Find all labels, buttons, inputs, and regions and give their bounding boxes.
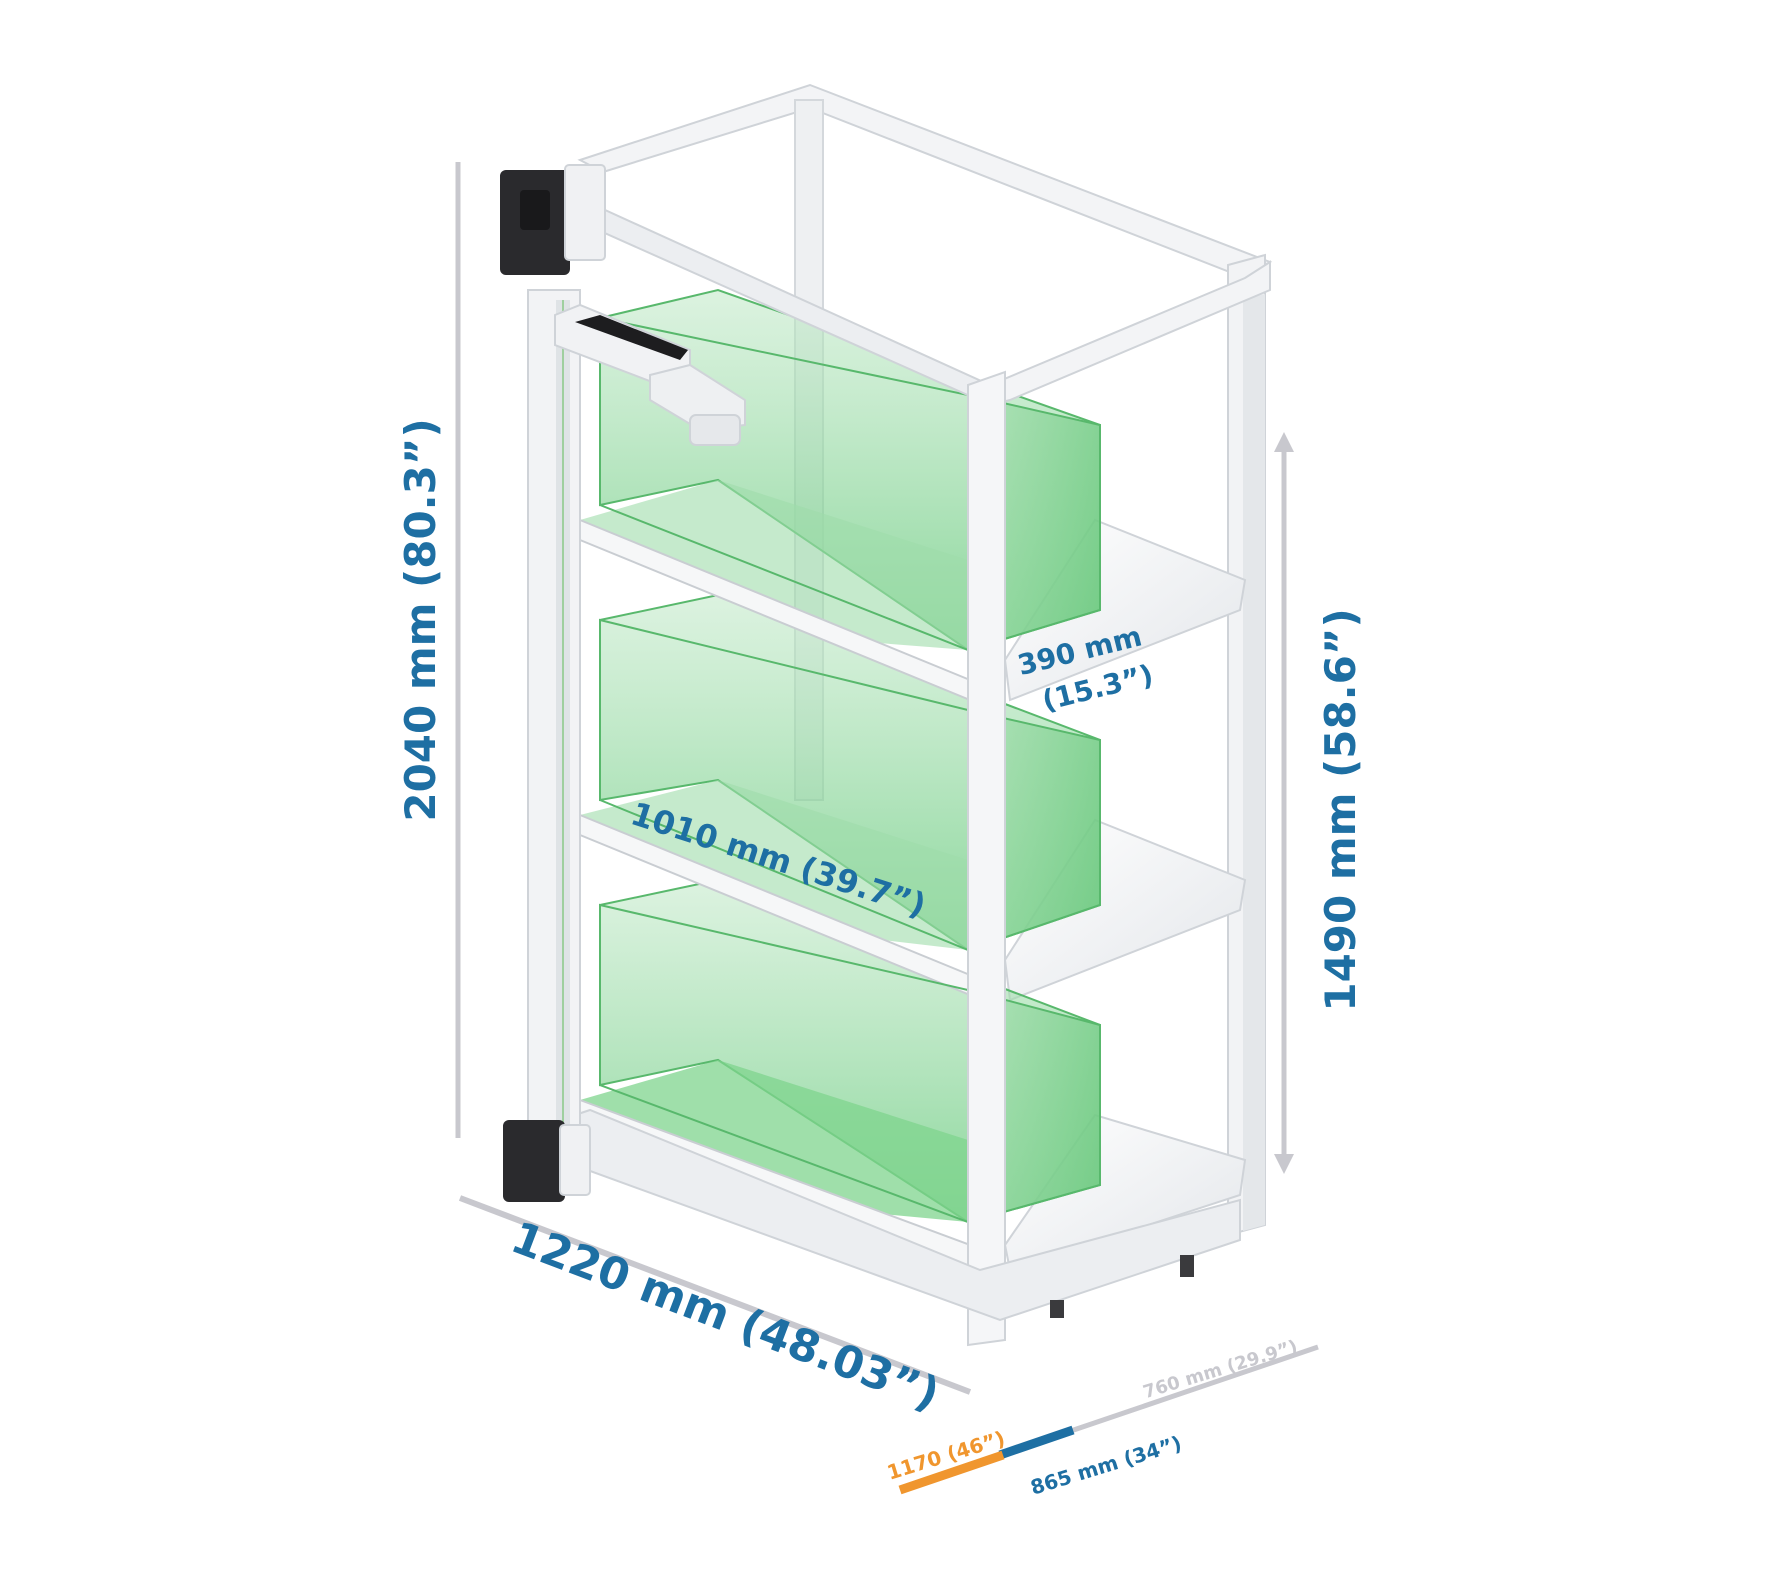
- depth-max-label: 760 mm (29.9”): [1141, 1336, 1300, 1403]
- height-inner-label: 1490 mm (58.6”): [1316, 608, 1365, 1011]
- depth-mid-line: [998, 1425, 1075, 1460]
- height-total-label: 2040 mm (80.3”): [396, 418, 445, 821]
- depth-min-line: [898, 1450, 1005, 1495]
- top-drive-module: [500, 164, 606, 275]
- front-right-upright: [967, 370, 1006, 1347]
- tank-1-floor: [580, 480, 968, 650]
- bottom-drive-module: [503, 1120, 591, 1202]
- cabinet-illustration: [500, 83, 1273, 1347]
- leveling-foot: [1180, 1255, 1194, 1277]
- tank-3-floor: [580, 1060, 968, 1222]
- tank-2-floor: [580, 780, 968, 950]
- robotic-arm: [554, 303, 746, 446]
- dimension-lines: [455, 162, 1319, 1495]
- lift-column: [527, 289, 581, 1171]
- width-line: [458, 1195, 972, 1395]
- base-plinth: [559, 1108, 1241, 1322]
- height-inner-arrow: [1274, 432, 1294, 1174]
